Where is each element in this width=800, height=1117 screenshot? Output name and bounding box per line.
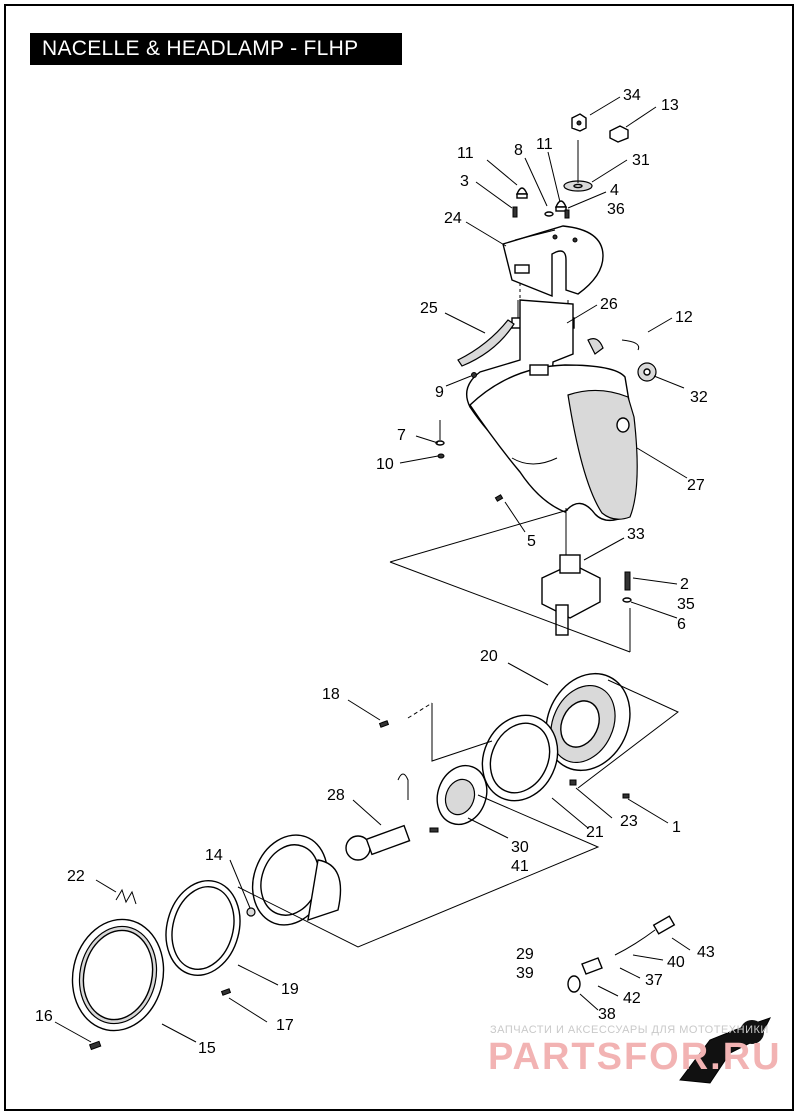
part-18-screw bbox=[378, 720, 390, 728]
callout-39: 39 bbox=[516, 965, 534, 982]
callout-18: 18 bbox=[322, 686, 340, 703]
callout-38: 38 bbox=[598, 1006, 616, 1023]
part-16-screw bbox=[88, 1040, 102, 1051]
callout-13: 13 bbox=[661, 97, 679, 114]
callout-25: 25 bbox=[420, 300, 438, 317]
part-3-screw bbox=[512, 206, 518, 218]
part-40-socket bbox=[581, 957, 603, 975]
callout-16: 16 bbox=[35, 1008, 53, 1025]
part-1-screw bbox=[622, 793, 630, 799]
callout-15: 15 bbox=[198, 1040, 216, 1057]
callout-2: 2 bbox=[680, 576, 689, 593]
callout-41: 41 bbox=[511, 858, 529, 875]
part-43-connector bbox=[614, 915, 676, 956]
callout-24: 24 bbox=[444, 210, 462, 227]
part-27-nacelle-body bbox=[466, 299, 638, 522]
callout-10: 10 bbox=[376, 456, 394, 473]
watermark-tagline: ЗАПЧАСТИ И АКСЕССУАРЫ ДЛЯ МОТОТЕХНИКИ bbox=[490, 1024, 769, 1036]
part-17-screw bbox=[220, 988, 232, 996]
callout-11-left: 11 bbox=[457, 145, 474, 162]
callout-29: 29 bbox=[516, 946, 534, 963]
part-15-trim-ring bbox=[71, 918, 165, 1032]
part-12-spring-clip bbox=[587, 338, 640, 355]
callout-19: 19 bbox=[281, 981, 299, 998]
callout-12: 12 bbox=[675, 309, 693, 326]
callout-9: 9 bbox=[435, 384, 444, 401]
callout-40: 40 bbox=[667, 954, 685, 971]
callout-31: 31 bbox=[632, 152, 650, 169]
part-30-lamp-housing bbox=[436, 764, 488, 826]
guide-lines bbox=[237, 280, 679, 948]
callout-14: 14 bbox=[205, 847, 223, 864]
part-29-sealed-beam bbox=[251, 834, 342, 926]
part-11-acorn-nut-right bbox=[554, 200, 568, 212]
watermark-moto-icon bbox=[679, 1017, 771, 1084]
callout-22: 22 bbox=[67, 868, 85, 885]
part-14-screw bbox=[246, 907, 256, 917]
callout-37: 37 bbox=[645, 972, 663, 989]
part-9-screw bbox=[471, 372, 477, 378]
callout-30: 30 bbox=[511, 839, 529, 856]
callout-1: 1 bbox=[672, 819, 681, 836]
callout-33: 33 bbox=[627, 526, 645, 543]
part-10-nut bbox=[437, 453, 445, 459]
callout-36: 36 bbox=[607, 201, 625, 218]
callout-28: 28 bbox=[327, 787, 345, 804]
part-25-trim-strip bbox=[457, 319, 515, 367]
part-5-screw bbox=[494, 494, 504, 502]
callout-7: 7 bbox=[397, 427, 406, 444]
part-30b-screw bbox=[429, 827, 439, 833]
callout-6: 6 bbox=[677, 616, 686, 633]
part-33-mount-bracket bbox=[541, 508, 601, 636]
callout-3: 3 bbox=[460, 173, 469, 190]
callout-11-right: 11 bbox=[536, 136, 553, 153]
part-8-plug bbox=[544, 211, 554, 217]
callout-26: 26 bbox=[600, 296, 618, 313]
callout-8: 8 bbox=[514, 142, 523, 159]
watermark-logo: PARTSFOR.RU bbox=[488, 1036, 782, 1078]
callout-35: 35 bbox=[677, 596, 695, 613]
part-38-bulb bbox=[567, 975, 581, 993]
part-23-screw bbox=[569, 779, 577, 786]
part-2-bolt bbox=[624, 571, 631, 591]
leader-lines bbox=[54, 96, 691, 1043]
callout-42: 42 bbox=[623, 990, 641, 1007]
part-36-screw bbox=[564, 209, 570, 219]
callout-20: 20 bbox=[480, 648, 498, 665]
callout-32: 32 bbox=[690, 389, 708, 406]
part-11-acorn-nut-left bbox=[515, 187, 529, 199]
callout-21: 21 bbox=[586, 824, 604, 841]
part-32-grommet bbox=[637, 362, 657, 382]
part-7-washer bbox=[435, 440, 445, 446]
part-34-key bbox=[571, 113, 587, 132]
part-19-retaining-ring bbox=[165, 880, 241, 976]
part-24-upper-cover bbox=[502, 225, 604, 298]
part-31-washer bbox=[563, 140, 593, 192]
part-13-clip bbox=[609, 125, 629, 143]
part-6-washer bbox=[622, 597, 632, 603]
part-22-spring bbox=[115, 888, 137, 905]
callout-27: 27 bbox=[687, 477, 705, 494]
callout-4: 4 bbox=[610, 182, 619, 199]
callout-43: 43 bbox=[697, 944, 715, 961]
page-title: NACELLE & HEADLAMP - FLHP bbox=[30, 33, 402, 65]
part-28-bulb bbox=[345, 773, 411, 861]
callout-23: 23 bbox=[620, 813, 638, 830]
callout-5: 5 bbox=[527, 533, 536, 550]
callout-34: 34 bbox=[623, 87, 641, 104]
callout-17: 17 bbox=[276, 1017, 294, 1034]
part-20-headlamp-bucket bbox=[545, 672, 631, 772]
callout-labels: 34 13 11 8 11 31 3 4 36 24 25 26 12 9 32… bbox=[35, 87, 715, 1057]
